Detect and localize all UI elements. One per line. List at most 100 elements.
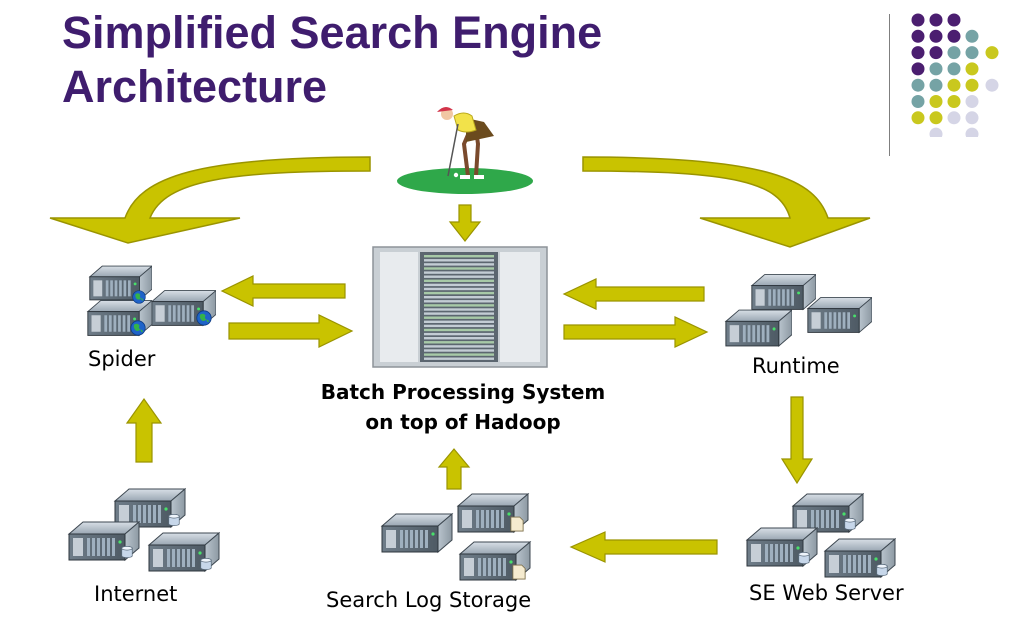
arrow-runtime-to-webserver [780, 396, 814, 485]
decoration-dot [947, 111, 961, 125]
rack-slot [424, 267, 494, 270]
decoration-dot [929, 78, 943, 92]
arrow-runtime-to-batch [562, 278, 705, 310]
decoration-dot [911, 78, 925, 92]
server-icon [381, 513, 453, 553]
decoration-dot [985, 46, 999, 60]
internet-servers [68, 488, 220, 572]
webserver-label: SE Web Server [749, 581, 904, 605]
arrow-spider-to-batch [228, 314, 354, 348]
batch-label-line-1: Batch Processing System [320, 380, 606, 404]
rack-slot [424, 255, 494, 258]
database-icon [200, 558, 212, 570]
slide-title: Simplified Search Engine Architecture [62, 6, 762, 114]
arrow-internet-to-spider [125, 397, 163, 463]
decoration-dot [911, 13, 925, 27]
document-icon [510, 516, 524, 532]
golfer-icon [397, 106, 533, 194]
title-line-2: Architecture [62, 61, 328, 112]
rack-slot [424, 296, 494, 299]
arrow-batch-to-spider [220, 275, 346, 307]
rack-slot [424, 312, 494, 315]
runtime-servers [725, 274, 872, 347]
globe-icon [196, 310, 212, 326]
rack-slot [424, 328, 494, 332]
search-log-servers [381, 493, 531, 581]
rack-slot [424, 324, 494, 328]
decoration-dot [929, 127, 943, 137]
database-icon [168, 514, 180, 526]
decoration-dot [947, 13, 961, 27]
search-log-label: Search Log Storage [326, 588, 532, 612]
database-icon [121, 546, 133, 558]
decoration-dot [985, 78, 999, 92]
webserver-servers [746, 493, 896, 578]
decoration-dot [911, 29, 925, 43]
curved-arrow-left [49, 156, 371, 244]
decoration-dot [947, 62, 961, 76]
rack-slot [424, 304, 494, 307]
database-icon [798, 552, 810, 564]
curved-arrow-right [582, 156, 871, 248]
decoration-dot [929, 13, 943, 27]
rack-slot [424, 337, 494, 340]
rack-slot [424, 357, 494, 360]
internet-label: Internet [94, 582, 178, 606]
rack-slot [424, 349, 494, 352]
decoration-dot [929, 111, 943, 125]
decoration-dot [965, 127, 979, 137]
decoration-dot [965, 46, 979, 60]
decoration-dot [911, 111, 925, 125]
server-icon [807, 297, 872, 333]
decoration-dot [965, 29, 979, 43]
decoration-dot [911, 95, 925, 108]
decoration-dot [929, 29, 943, 43]
rack-slot [424, 320, 494, 323]
decoration-dot [947, 46, 961, 60]
runtime-label: Runtime [752, 354, 840, 378]
server-icon [725, 309, 792, 347]
rack-slot [424, 353, 494, 356]
server-icon [751, 274, 816, 310]
batch-label-line-2: on top of Hadoop [365, 410, 561, 434]
decoration-dot [947, 29, 961, 43]
rack-slot [424, 287, 494, 291]
rack-slot [424, 345, 494, 348]
decoration-dot [965, 78, 979, 92]
rack-slot [424, 263, 494, 266]
decoration-dot [947, 78, 961, 92]
decoration-dot [929, 62, 943, 76]
globe-icon [130, 320, 146, 336]
decoration-dot [965, 62, 979, 76]
decoration-dot [911, 46, 925, 60]
rack-slot [424, 300, 494, 303]
globe-icon [132, 290, 146, 304]
arrow-webserver-to-log [569, 531, 718, 563]
rack-slot [424, 279, 494, 282]
rack-slot [424, 271, 494, 274]
spider-label: Spider [88, 347, 156, 371]
arrow-batch-to-runtime [563, 316, 709, 348]
rack-slot [424, 341, 494, 344]
spider-servers [87, 265, 216, 336]
document-icon [512, 564, 526, 580]
rack-slot [424, 275, 494, 278]
rack-slot [424, 316, 494, 319]
rack-slot [424, 283, 494, 287]
batch-label: Batch Processing System on top of Hadoop [313, 377, 613, 437]
rack-slot [424, 291, 494, 295]
decoration-dot [947, 95, 961, 108]
arrow-golfer-to-batch [448, 204, 482, 242]
divider-line [889, 14, 890, 156]
decoration-dot [929, 95, 943, 108]
server-rack-icon [372, 246, 548, 368]
decoration-dot [911, 62, 925, 76]
database-icon [876, 564, 888, 576]
database-icon [844, 518, 856, 530]
decoration-dot [965, 111, 979, 125]
rack-slot [424, 259, 494, 262]
decoration-dot [965, 95, 979, 108]
decoration-dot [929, 46, 943, 60]
rack-slot [424, 332, 494, 336]
